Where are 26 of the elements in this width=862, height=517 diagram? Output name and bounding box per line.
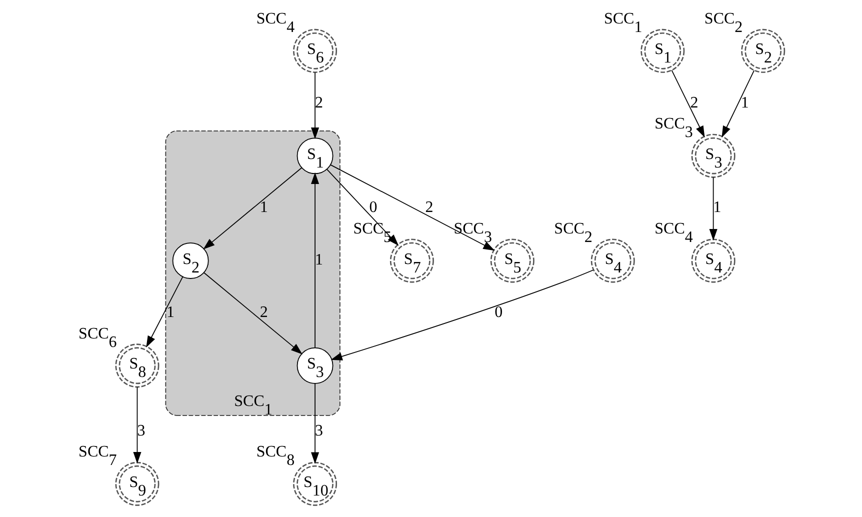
arrow bbox=[310, 172, 319, 348]
arrow bbox=[330, 270, 594, 360]
edge-label: 2 bbox=[690, 94, 698, 112]
arrow bbox=[202, 272, 302, 354]
arrow bbox=[721, 70, 754, 138]
arrow bbox=[708, 176, 717, 241]
edge-label: 3 bbox=[314, 422, 323, 440]
arrow bbox=[330, 164, 494, 251]
edge-label: 1 bbox=[712, 199, 721, 216]
arrow bbox=[202, 167, 302, 250]
edge-label: 2 bbox=[424, 199, 433, 216]
edge-label: 1 bbox=[314, 252, 323, 269]
arrow bbox=[146, 276, 183, 348]
edge-label: 0 bbox=[494, 304, 502, 322]
edge-label: 3 bbox=[136, 422, 145, 440]
arrow bbox=[326, 168, 398, 246]
arrow bbox=[670, 70, 704, 138]
arrow bbox=[310, 383, 319, 464]
edge-label: 0 bbox=[368, 199, 377, 216]
arrow bbox=[310, 72, 319, 140]
edge-label: 1 bbox=[259, 199, 268, 216]
edge-label: 1 bbox=[740, 94, 748, 112]
edge-label: 2 bbox=[259, 304, 268, 322]
arrow bbox=[132, 386, 141, 464]
edge-label: 2 bbox=[314, 94, 323, 112]
edge-label: 1 bbox=[166, 304, 174, 322]
